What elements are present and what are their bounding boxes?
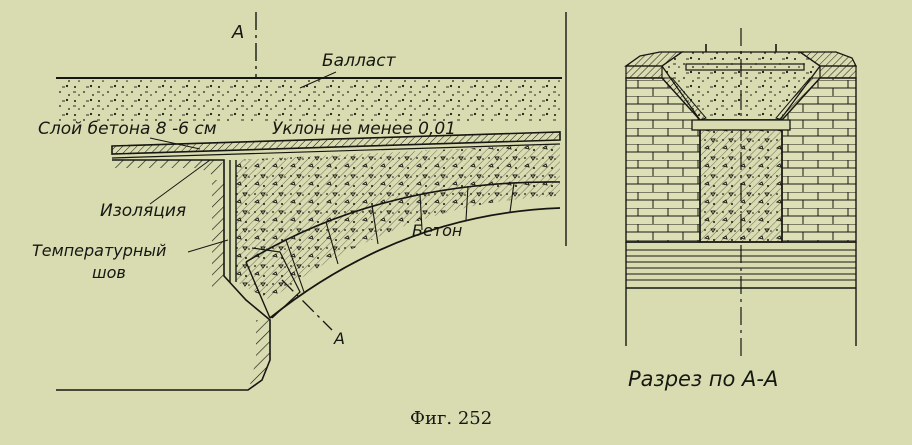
cross-section-a-a: Разрез по А-А	[623, 28, 858, 391]
section-mark-bottom: А	[333, 329, 345, 348]
concrete-core-hatch	[700, 120, 782, 242]
longitudinal-section: А Балласт Слой бетона 8 -6 см Уклон не м…	[32, 12, 562, 391]
trough-edge-left	[660, 77, 707, 121]
leader-ballast	[299, 71, 337, 89]
figure-caption: Фиг. 252	[410, 408, 492, 429]
core-top-slab	[691, 119, 791, 131]
leader-concrete-layer	[149, 137, 201, 150]
label-ballast: Балласт	[322, 51, 397, 71]
arch-layers	[626, 241, 856, 289]
abutment-face-hatch	[212, 180, 224, 290]
label-slope: Уклон не менее 0,01	[272, 119, 456, 139]
section-axis-diagonal	[281, 279, 333, 331]
concrete-cover-layer	[111, 131, 561, 155]
concrete-fill-hatch	[236, 144, 560, 300]
label-insulation: Изоляция	[100, 201, 186, 221]
cap-block-left	[625, 65, 663, 79]
label-section-title: Разрез по А-А	[628, 367, 778, 391]
abutment-base-hatch	[250, 320, 270, 384]
cap-block-right	[819, 65, 857, 79]
label-concrete: Бетон	[412, 221, 462, 240]
arch-ring	[245, 181, 561, 319]
label-joint-1: Температурный	[32, 241, 166, 260]
insulation-line	[111, 143, 561, 159]
section-mark-top: А	[231, 22, 244, 43]
abutment-cap-hatch	[112, 160, 224, 176]
ballast-layer	[56, 78, 562, 122]
label-concrete-layer: Слой бетона 8 -6 см	[38, 119, 217, 139]
leader-joint	[187, 239, 229, 253]
label-joint-2: шов	[92, 263, 126, 282]
